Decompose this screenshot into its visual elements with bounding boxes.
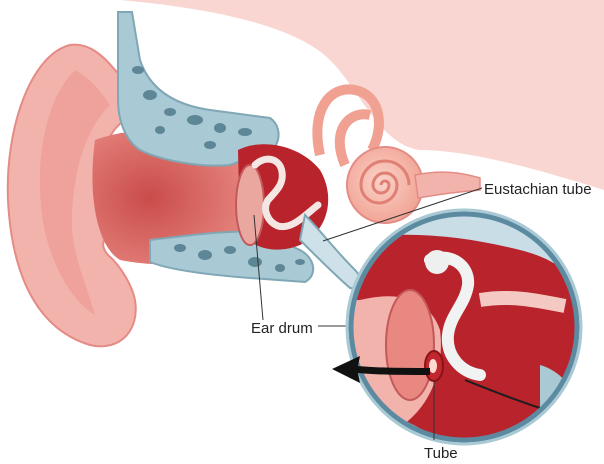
- temporal-bone-upper: [118, 12, 279, 166]
- eustachian-tube-label: Eustachian tube: [484, 182, 592, 197]
- auditory-nerve: [415, 172, 480, 198]
- tympanostomy-tube-opening: [429, 359, 437, 373]
- ear-drum-label: Ear drum: [251, 321, 313, 336]
- tube-label: Tube: [424, 446, 458, 461]
- zoom-inset: [347, 210, 585, 445]
- ear-drum-membrane: [236, 165, 264, 245]
